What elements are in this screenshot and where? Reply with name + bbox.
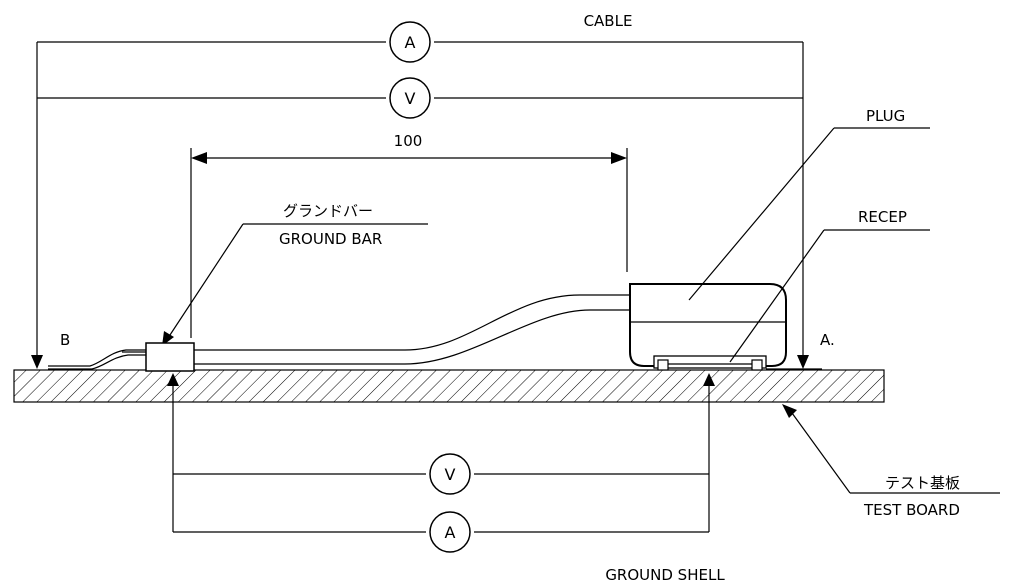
point-b-label: B — [60, 331, 70, 349]
dimension-label: 100 — [394, 132, 423, 150]
bottom-voltmeter-label: V — [445, 465, 456, 484]
ground-shell-label: GROUND SHELL — [605, 566, 725, 584]
test-board — [13, 369, 885, 403]
ground-bar-callout: グランドバー GROUND BAR — [162, 202, 428, 346]
top-ammeter-label: A — [405, 33, 416, 52]
top-measurement-circuit — [31, 41, 809, 369]
ground-bar-label-en: GROUND BAR — [279, 230, 382, 248]
ground-bar-label-jp: グランドバー — [283, 202, 373, 220]
point-a-label: A. — [820, 331, 835, 349]
bottom-voltmeter: V — [429, 453, 471, 495]
plug-callout: PLUG — [688, 107, 930, 301]
bottom-ammeter: A — [429, 511, 471, 553]
recep-callout: RECEP — [729, 208, 930, 363]
ground-bar — [145, 342, 195, 372]
arrow-to-ground-shell — [703, 373, 715, 386]
receptacle — [653, 355, 822, 371]
dimension-100: 100 — [190, 132, 628, 338]
test-board-label-jp: テスト基板 — [885, 474, 960, 492]
arrow-to-point-b — [31, 355, 43, 369]
bottom-ammeter-label: A — [445, 523, 456, 542]
top-voltmeter-label: V — [405, 89, 416, 108]
arrow-to-ground-bar — [167, 373, 179, 386]
top-voltmeter: V — [389, 77, 431, 119]
arrow-to-point-a — [797, 355, 809, 369]
test-board-callout: テスト基板 TEST BOARD — [782, 404, 1000, 519]
cable-body — [194, 294, 630, 365]
plug — [629, 283, 787, 367]
recep-label: RECEP — [858, 208, 907, 226]
cable-wire — [48, 349, 146, 370]
cable-label: CABLE — [584, 12, 633, 30]
top-ammeter: A — [389, 21, 431, 63]
bottom-measurement-circuit — [167, 373, 715, 533]
plug-label: PLUG — [866, 107, 905, 125]
test-board-label-en: TEST BOARD — [863, 501, 960, 519]
